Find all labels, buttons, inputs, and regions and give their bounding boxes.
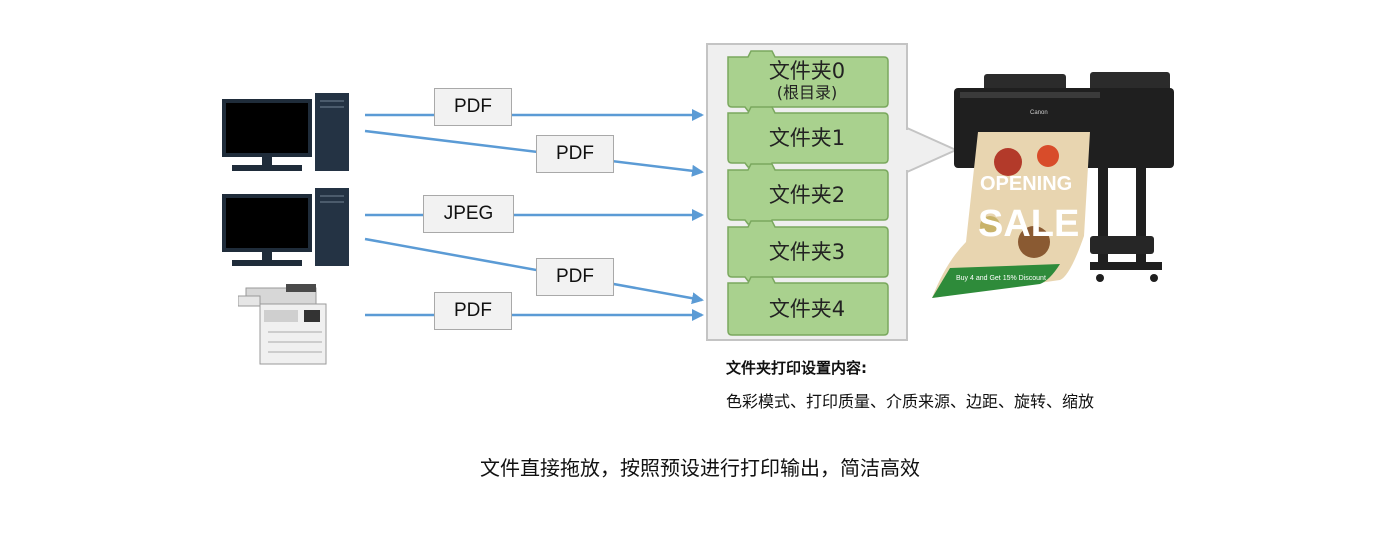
file-label-5: PDF — [434, 292, 512, 330]
file-label-1: PDF — [434, 88, 512, 126]
poster-title-1: OPENING — [980, 173, 1072, 195]
settings-list: 色彩模式、打印质量、介质来源、边距、旋转、缩放 — [726, 392, 1095, 411]
file-label-3: JPEG — [423, 195, 514, 233]
arrow-2 — [364, 129, 704, 177]
desktop-computer-icon — [222, 188, 349, 266]
file-label-4: PDF — [536, 258, 614, 296]
folder-stack — [727, 50, 889, 336]
multifunction-copier-icon — [238, 284, 327, 365]
poster-title-2: SALE — [978, 203, 1079, 245]
folder-1-label: 文件夹1 — [768, 126, 846, 150]
printer-brand: Canon — [1030, 110, 1048, 116]
folder-0-name: 文件夹0 — [768, 59, 846, 83]
folder-0-icon — [727, 50, 889, 112]
settings-title: 文件夹打印设置内容: — [726, 359, 867, 377]
folder-4-icon — [727, 276, 889, 336]
file-label-2: PDF — [536, 135, 614, 173]
diagram-caption: 文件直接拖放，按照预设进行打印输出，简洁高效 — [480, 456, 920, 480]
desktop-computer-icon — [222, 93, 349, 171]
poster-banner: Buy 4 and Get 15% Discount — [956, 275, 1046, 282]
folder-0-sublabel: (根目录) — [776, 83, 838, 102]
folder-0-label: 文件夹0 (根目录) — [728, 59, 886, 103]
arrow-4 — [364, 237, 704, 305]
folder-3-label: 文件夹3 — [768, 240, 846, 264]
folder-1-icon — [727, 106, 889, 168]
panel-pointer — [905, 126, 959, 174]
folder-2-icon — [727, 163, 889, 225]
folder-2-label: 文件夹2 — [768, 183, 846, 207]
folder-4-label: 文件夹4 — [768, 297, 846, 321]
folder-3-icon — [727, 220, 889, 282]
large-format-printer-icon: Canon OPENING SALE Buy 4 and Get 15% Dis… — [932, 72, 1174, 298]
